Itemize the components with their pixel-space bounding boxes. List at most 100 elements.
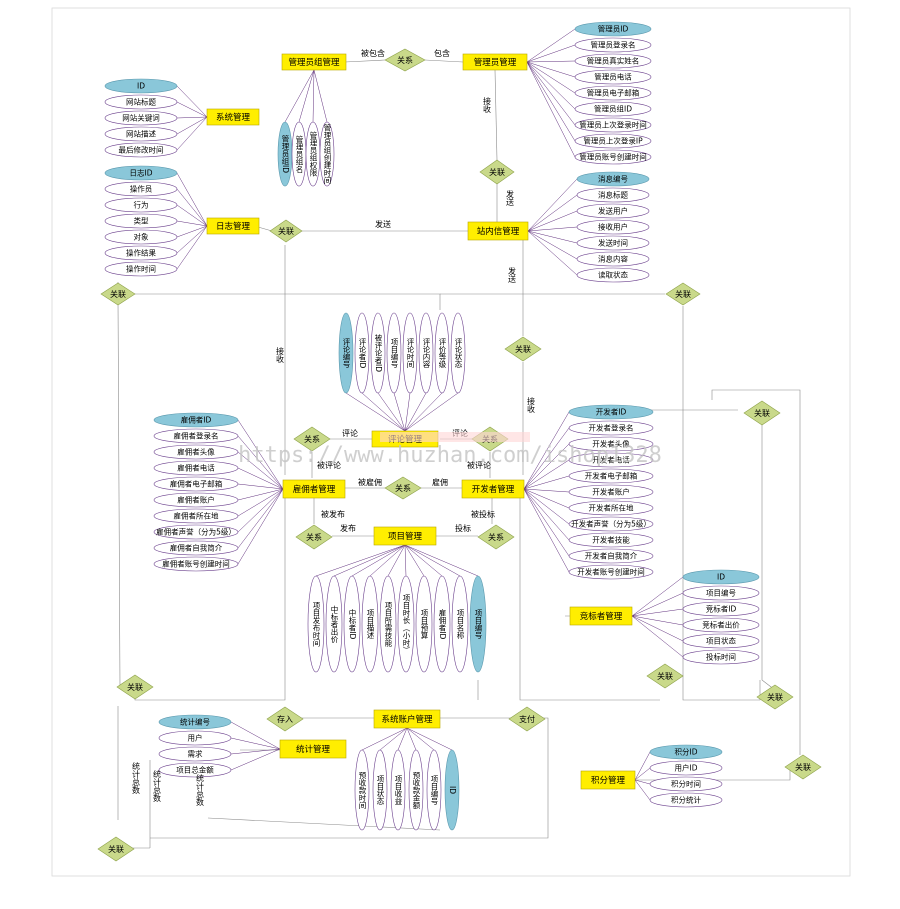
svg-text:关联: 关联 <box>278 226 294 236</box>
label-publish: 发布 <box>340 523 356 533</box>
attribute-label: 项目编号 <box>474 609 483 641</box>
attribute-comment-1: 评论者ID <box>354 312 370 394</box>
relation-deposit: 存入 <box>266 706 304 732</box>
relation-employer-project: 关系 <box>295 524 333 550</box>
attribute-label: 预收款时间 <box>358 770 367 810</box>
svg-text:日志管理: 日志管理 <box>216 221 251 232</box>
attribute-label: 开发者电子邮箱 <box>585 471 638 481</box>
svg-text:关联: 关联 <box>108 844 124 854</box>
attribute-bidder-2: 竞标者ID <box>682 601 760 617</box>
attribute-log-1: 操作员 <box>104 181 178 197</box>
attribute-employer-4: 雇佣者电子邮箱 <box>153 476 239 492</box>
attribute-employer-5: 雇佣者账户 <box>153 492 239 508</box>
attribute-label: 评价等级 <box>438 338 447 370</box>
attribute-project-4: 项目时长（小时） <box>397 575 415 673</box>
attribute-stats-2: 需求 <box>158 746 232 762</box>
attribute-admin-8: 管理员账号创建时间 <box>574 149 652 165</box>
attribute-label: 发送用户 <box>598 206 628 216</box>
attribute-label: 项目时长（小时） <box>402 594 411 654</box>
attribute-account-0: ID <box>444 749 460 831</box>
svg-text:https://www.huzhan.com/ishop13: https://www.huzhan.com/ishop1328 <box>238 443 662 468</box>
attribute-links <box>176 28 684 801</box>
attribute-comment-5: 评论内容 <box>418 312 434 394</box>
attribute-label: ID <box>448 786 457 794</box>
attribute-label: 评论时间 <box>406 338 415 370</box>
entity-employer: 雇佣者管理 <box>282 479 346 499</box>
label-send-1: 发送 <box>506 189 515 207</box>
attribute-comment-6: 评价等级 <box>434 312 450 394</box>
relation-admin-message: 关联 <box>479 159 515 185</box>
attribute-label: 开发者电话 <box>592 455 630 465</box>
relation-bidder-bottom: 关联 <box>646 663 684 689</box>
attribute-label: 最后修改时间 <box>119 145 164 155</box>
attribute-label: 雇佣者账户 <box>177 495 215 505</box>
relation-left: 关联 <box>100 282 136 306</box>
attribute-admin-4: 管理员电子邮箱 <box>574 85 652 101</box>
svg-text:统计管理: 统计管理 <box>296 744 331 755</box>
svg-text:积分管理: 积分管理 <box>591 775 626 786</box>
line-labels: 被包含 包含 接收 发送 发送 发送 接收 接收 评论 评论 被评论 被评论 被… <box>132 48 536 807</box>
attribute-account-3: 项目收益 <box>390 749 406 831</box>
svg-text:关联: 关联 <box>110 289 126 299</box>
attribute-message-5: 消息内容 <box>576 251 650 267</box>
svg-text:开发者管理: 开发者管理 <box>472 484 515 495</box>
relation-message-developer: 关联 <box>504 336 542 362</box>
attribute-points-0: 积分ID <box>649 744 723 760</box>
attribute-bidder-0: ID <box>682 569 760 585</box>
attribute-message-0: 消息编号 <box>576 171 650 187</box>
svg-text:管理员组管理: 管理员组管理 <box>288 57 340 68</box>
attribute-admin-5: 管理员组ID <box>574 101 652 117</box>
relation-employer-comment: 关系 <box>293 426 331 452</box>
svg-text:关联: 关联 <box>754 408 770 418</box>
attribute-label: 雇佣者头像 <box>177 447 215 457</box>
attribute-label: 开发者声誉（分为5级） <box>571 519 651 529</box>
entity-project: 项目管理 <box>373 526 437 546</box>
attribute-label: 需求 <box>188 749 203 759</box>
watermark: https://www.huzhan.com/ishop1328 <box>238 432 662 468</box>
attribute-label: 管理员登录名 <box>591 40 636 50</box>
label-contains: 包含 <box>434 48 450 58</box>
attribute-label: 发送时间 <box>598 238 628 248</box>
attribute-account-4: 项目状态 <box>372 749 388 831</box>
attribute-label: 开发者技能 <box>592 535 630 545</box>
attribute-employer-6: 雇佣者所在地 <box>153 508 239 524</box>
svg-text:管理员管理: 管理员管理 <box>474 57 517 68</box>
attribute-label: 管理员组权限 <box>309 130 318 178</box>
attribute-label: 雇佣者电子邮箱 <box>170 479 223 489</box>
svg-text:关联: 关联 <box>795 762 811 772</box>
label-bid: 投标 <box>455 523 471 533</box>
svg-text:关系: 关系 <box>488 532 504 542</box>
attribute-label: 被评论者ID <box>374 333 383 373</box>
attribute-developer-1: 开发者登录名 <box>568 420 654 436</box>
attribute-label: 管理员上次登录时间 <box>579 120 647 130</box>
entity-system: 系统管理 <box>206 108 260 126</box>
attribute-label: 雇佣者ID <box>181 415 212 425</box>
attribute-label: 项目所需技能 <box>384 601 393 648</box>
attribute-label: 竞标者ID <box>706 604 737 614</box>
entity-admin: 管理员管理 <box>462 53 528 71</box>
relation-admin: 关系 <box>384 48 426 72</box>
relation-right-bottom: 关联 <box>756 684 794 710</box>
svg-text:关系: 关系 <box>306 532 322 542</box>
label-commented-left: 被评论 <box>317 460 341 470</box>
attribute-label: 网站关键词 <box>122 113 160 123</box>
attribute-account-1: 项目编号 <box>426 749 442 831</box>
relation-bottom-left: 关联 <box>116 674 154 700</box>
attribute-label: 开发者头像 <box>592 439 630 449</box>
attribute-employer-9: 雇佣者账号创建时间 <box>153 556 239 572</box>
attribute-label: 评论状态 <box>454 338 463 369</box>
attribute-points-1: 用户ID <box>649 760 723 776</box>
label-receive-2: 接收 <box>276 346 285 364</box>
attribute-log-5: 操作结果 <box>104 245 178 261</box>
svg-text:关系: 关系 <box>304 434 320 444</box>
attribute-developer-0: 开发者ID <box>568 404 654 420</box>
label-receive-1: 接收 <box>483 96 492 114</box>
attribute-label: 管理员真实姓名 <box>587 56 640 66</box>
attribute-admin-1: 管理员登录名 <box>574 37 652 53</box>
label-published: 被发布 <box>321 509 345 519</box>
svg-text:雇佣者管理: 雇佣者管理 <box>293 484 336 495</box>
attribute-label: 项目编号 <box>706 588 736 598</box>
attribute-label: 管理员账号创建时间 <box>579 152 647 162</box>
svg-text:关系: 关系 <box>395 483 411 493</box>
